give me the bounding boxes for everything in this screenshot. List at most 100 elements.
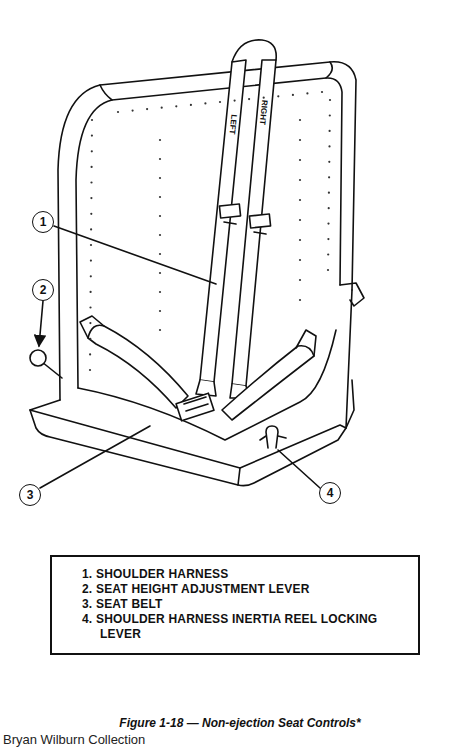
rivet	[159, 177, 161, 179]
rivet-row	[89, 91, 331, 371]
harness-loop	[232, 40, 276, 62]
seat-belt	[222, 346, 314, 420]
rivet	[91, 135, 93, 137]
figure-caption: Figure 1-18 — Non-ejection Seat Controls…	[119, 716, 360, 730]
rivet	[328, 145, 330, 147]
key-entry: 4. SHOULDER HARNESS INERTIA REEL LOCKING…	[82, 612, 385, 642]
key-box: 1. SHOULDER HARNESS2. SEAT HEIGHT ADJUST…	[50, 555, 420, 655]
rivet	[159, 253, 161, 255]
rivet	[89, 322, 91, 324]
key-entry: 3. SEAT BELT	[82, 597, 385, 612]
callout-circle: 3	[19, 484, 41, 506]
rivet	[292, 94, 294, 96]
belt-anchor	[296, 330, 316, 356]
rivet	[327, 269, 329, 271]
rivet	[306, 92, 308, 94]
rivet	[159, 139, 161, 141]
seat-pan-corner	[238, 468, 240, 485]
rivet	[327, 223, 329, 225]
rivet	[159, 272, 161, 274]
leader-line	[39, 301, 43, 346]
rivet	[321, 91, 323, 93]
rivet	[91, 150, 93, 152]
rivet	[90, 291, 92, 293]
rivet	[329, 114, 331, 116]
callout-number: 4	[327, 486, 334, 500]
rivet	[328, 176, 330, 178]
rivet	[89, 369, 91, 371]
rivet	[90, 197, 92, 199]
seat-rim-edge	[100, 62, 332, 100]
rivet	[175, 105, 177, 107]
callout-number: 2	[40, 283, 47, 297]
rivet	[299, 199, 301, 201]
watermark: Bryan Wilburn Collection	[3, 732, 145, 747]
rivet	[299, 259, 301, 261]
key-entry: 1. SHOULDER HARNESS	[82, 567, 385, 582]
rivet	[299, 219, 301, 221]
rivet	[91, 119, 93, 121]
rivet	[159, 215, 161, 217]
rivet	[299, 299, 301, 301]
belt-anchor	[80, 316, 104, 338]
strap-adjuster	[219, 204, 240, 218]
callout-circle: 4	[319, 482, 341, 504]
rivet	[161, 107, 163, 109]
rivet	[89, 353, 91, 355]
rivet	[117, 111, 119, 113]
rivet	[159, 310, 161, 312]
rivet	[299, 239, 301, 241]
rivet	[299, 179, 301, 181]
rivet	[89, 338, 91, 340]
seat-pan	[30, 290, 352, 486]
seat-side-flange	[346, 380, 354, 428]
callout-number: 3	[27, 488, 34, 502]
seat-bracket	[340, 283, 364, 306]
rivet	[263, 97, 265, 99]
rivet	[89, 306, 91, 308]
rivet	[277, 95, 279, 97]
rivet	[90, 213, 92, 215]
rivet	[91, 166, 93, 168]
rivet	[248, 98, 250, 100]
rivet	[90, 260, 92, 262]
rivet	[204, 102, 206, 104]
rivet	[190, 104, 192, 106]
rivet	[90, 275, 92, 277]
callout-circle: 2	[32, 279, 54, 301]
seat-height-lever-knob	[30, 350, 46, 366]
seat-belt	[88, 325, 188, 408]
rivet	[159, 291, 161, 293]
key-entry: 2. SEAT HEIGHT ADJUSTMENT LEVER	[82, 582, 385, 597]
rivet	[299, 279, 301, 281]
rivet	[159, 196, 161, 198]
shoulder-harness-strap	[232, 60, 276, 386]
leader-line	[54, 226, 216, 284]
rivet	[90, 181, 92, 183]
inertia-reel-lever-bracket	[260, 436, 286, 440]
strap-adjuster-bar	[224, 222, 266, 234]
callout-number: 1	[40, 215, 47, 229]
rivet	[159, 158, 161, 160]
rivet	[90, 228, 92, 230]
rivet	[299, 119, 301, 121]
rivet	[90, 244, 92, 246]
strap-adjuster	[249, 214, 270, 228]
rivet	[327, 253, 329, 255]
rivet	[328, 161, 330, 163]
rivet	[159, 234, 161, 236]
belt-buckle	[176, 393, 214, 421]
rivet	[234, 100, 236, 102]
rivet	[329, 130, 331, 132]
rivet	[299, 159, 301, 161]
rivet	[299, 139, 301, 141]
rivet	[329, 99, 331, 101]
rivet	[219, 101, 221, 103]
rivet	[327, 238, 329, 240]
rivet	[328, 192, 330, 194]
leader-line	[40, 426, 150, 488]
rivet	[146, 108, 148, 110]
rivet	[328, 207, 330, 209]
seat-height-lever-shaft	[42, 362, 62, 378]
belt-buckle-latch	[184, 397, 208, 411]
